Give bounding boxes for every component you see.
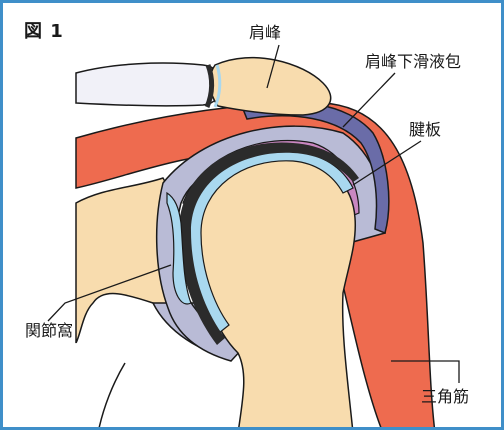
label-acromion: 肩峰 (249, 25, 281, 41)
acromion-bone (210, 58, 331, 115)
label-subacromial-bursa: 肩峰下滑液包 (365, 54, 461, 70)
figure-number: 図 1 (24, 23, 64, 41)
label-glenoid: 関節窩 (25, 323, 73, 339)
clavicle (76, 63, 222, 106)
humerus (198, 157, 355, 430)
label-deltoid: 三角筋 (421, 389, 469, 405)
lower-fill (76, 343, 125, 430)
label-tendon-plate: 腱板 (409, 122, 441, 138)
